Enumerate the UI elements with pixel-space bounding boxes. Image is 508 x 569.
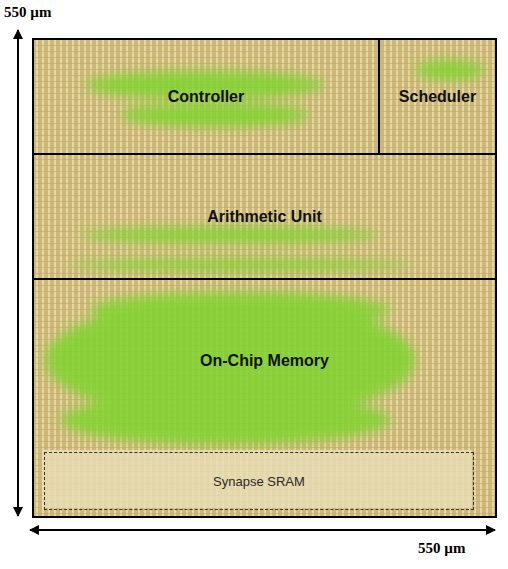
chip-region: Arithmetic Unit bbox=[32, 153, 497, 280]
sram-block: Synapse SRAM bbox=[44, 452, 474, 510]
dimension-label: 550 µm bbox=[4, 4, 51, 21]
chip-region: Scheduler bbox=[378, 38, 497, 155]
chip-region: On-Chip MemorySynapse SRAM bbox=[32, 278, 497, 518]
dimension-label: 550 µm bbox=[418, 540, 465, 557]
region-label: Arithmetic Unit bbox=[207, 208, 322, 226]
region-label: Controller bbox=[168, 88, 244, 106]
chip-region: Controller bbox=[32, 38, 380, 155]
region-label: Synapse SRAM bbox=[213, 474, 305, 489]
region-label: Scheduler bbox=[399, 88, 476, 106]
region-label: On-Chip Memory bbox=[200, 352, 329, 370]
